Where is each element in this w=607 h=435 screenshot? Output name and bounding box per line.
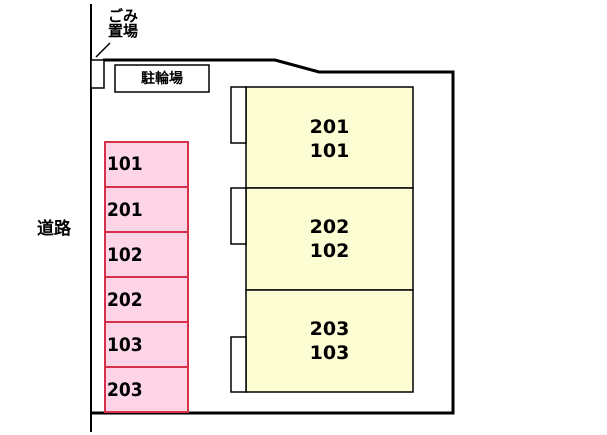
unit-label-upper: 201 [309, 116, 350, 138]
parking-slot [104, 366, 189, 413]
garbage-area [90, 59, 105, 89]
unit-label-lower: 103 [309, 342, 350, 364]
road-label: 道路 [37, 219, 71, 239]
building [230, 86, 414, 393]
unit-label: 203 103 [246, 317, 413, 365]
balcony [230, 187, 247, 245]
unit-label-lower: 102 [309, 240, 350, 262]
balcony [230, 336, 247, 393]
balcony [230, 86, 247, 144]
parking-slot [104, 321, 189, 368]
garbage-label-line2: 置場 [108, 22, 139, 40]
unit-block [245, 289, 414, 393]
unit-label: 202 102 [246, 215, 413, 263]
unit-label-upper: 202 [309, 216, 350, 238]
bicycle-parking-area [114, 64, 210, 93]
parking-slots [104, 141, 189, 413]
parking-slot-label: 101 [107, 153, 143, 175]
unit-label: 201 101 [246, 115, 413, 163]
parking-slot-label: 202 [107, 289, 143, 311]
parking-slot-label: 203 [107, 379, 143, 401]
unit-label-lower: 101 [309, 140, 350, 162]
garbage-label: ごみ 置場 [108, 9, 138, 39]
parking-slot-label: 102 [107, 244, 143, 266]
parking-slot [104, 186, 189, 233]
parking-slot [104, 276, 189, 323]
parking-slot-label: 201 [107, 199, 143, 221]
parking-slot [104, 141, 189, 188]
garbage-leader-line [95, 42, 111, 58]
unit-block [245, 86, 414, 189]
property-boundary [91, 58, 455, 415]
bicycle-parking-label: 駐輪場 [141, 70, 183, 87]
parking-slot-label: 103 [107, 334, 143, 356]
garbage-label-line1: ごみ [108, 7, 139, 25]
unit-label-upper: 203 [309, 318, 350, 340]
